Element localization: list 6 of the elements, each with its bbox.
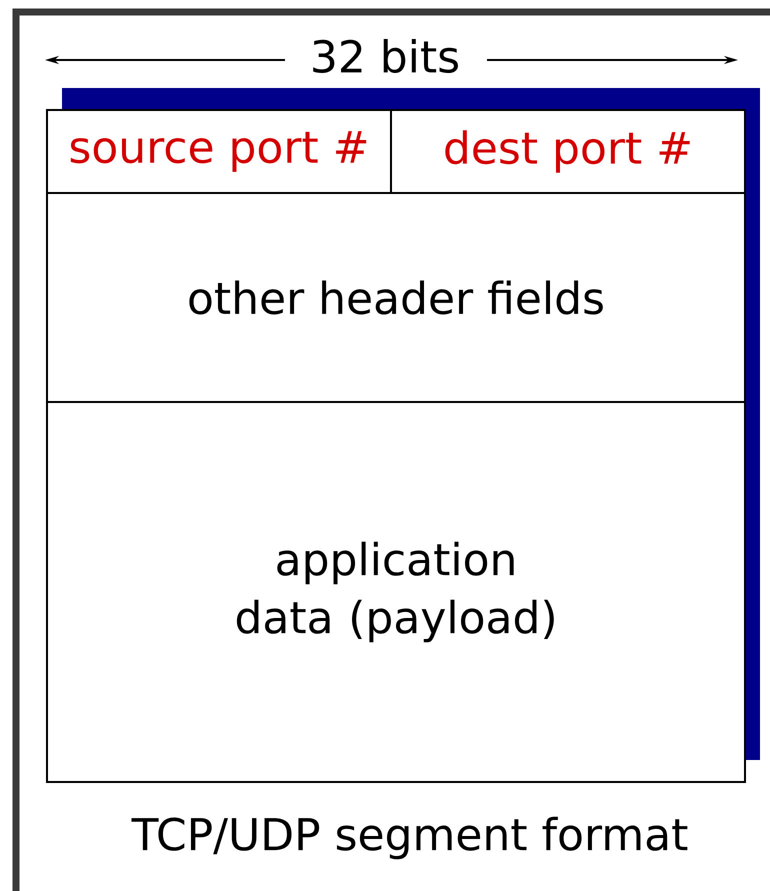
field-cell: source port # bbox=[46, 109, 392, 194]
field-cell: other header fields bbox=[46, 192, 746, 403]
field-cell: dest port # bbox=[390, 109, 746, 194]
dimension-label: 32 bits bbox=[313, 39, 458, 74]
field-cell: application data (payload) bbox=[46, 401, 746, 783]
caption: TCP/UDP segment format bbox=[132, 816, 688, 860]
